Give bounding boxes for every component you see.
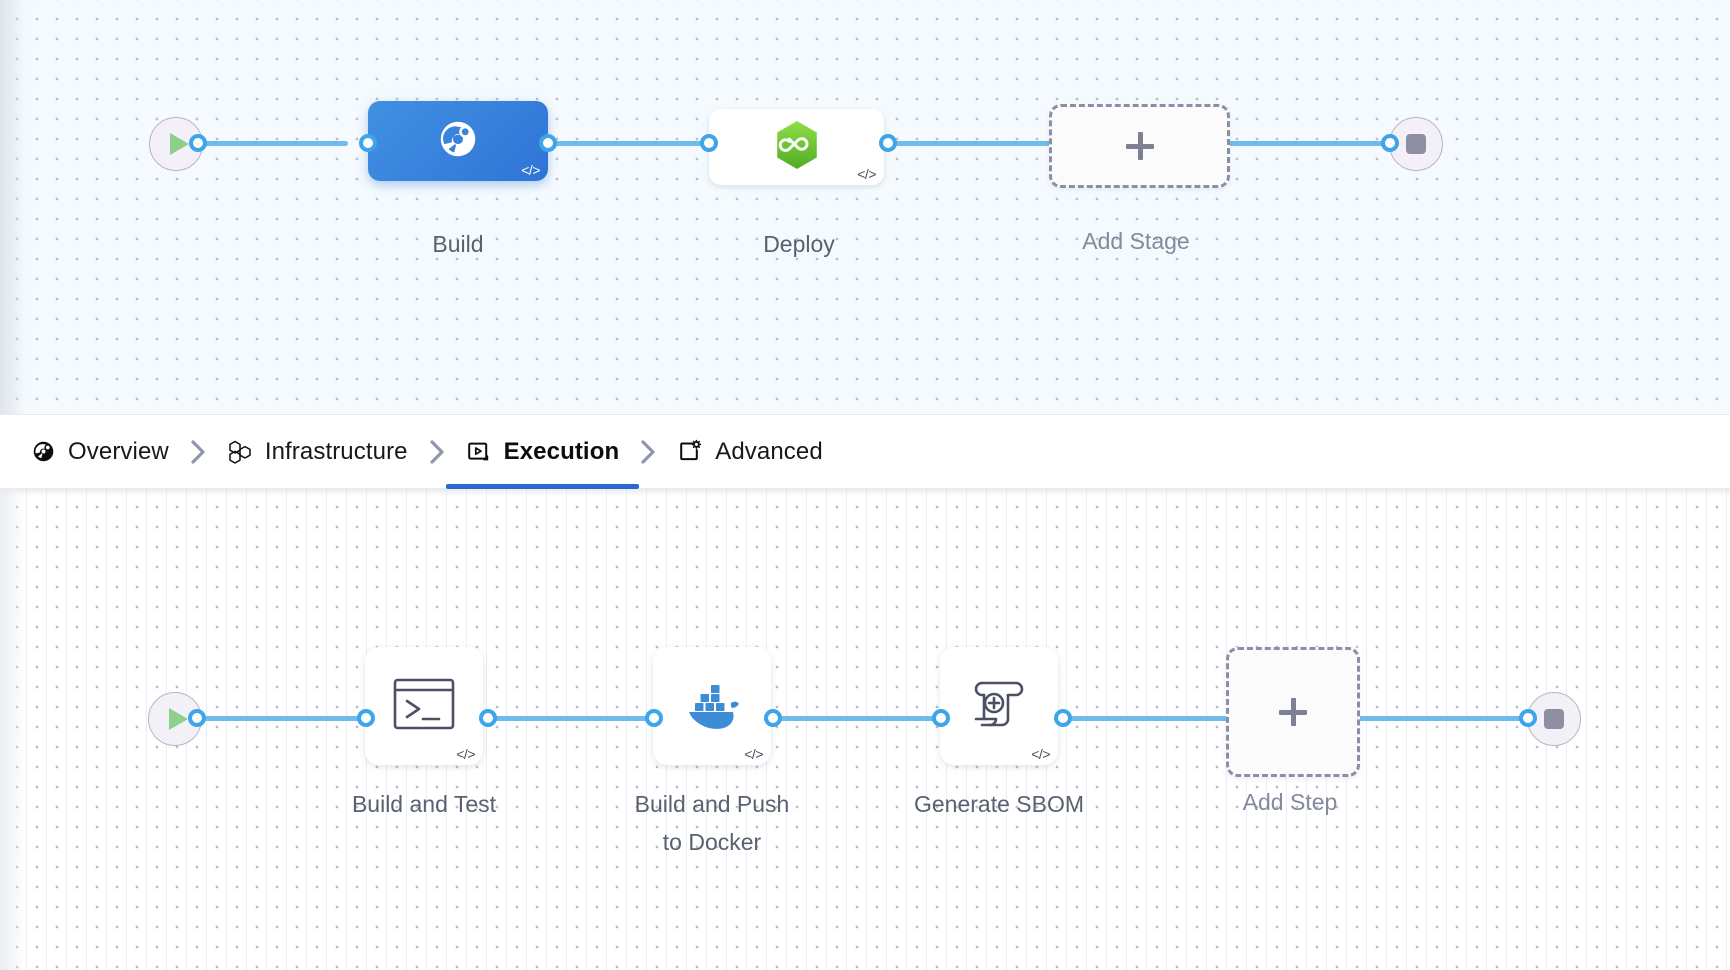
overview-ci-icon (30, 439, 56, 465)
tab-active-underline (445, 483, 640, 489)
port-step2-in[interactable] (645, 709, 663, 727)
link-step1-to-step2 (480, 716, 655, 721)
port-deploy-out[interactable] (879, 134, 897, 152)
chevron-right-icon-3 (621, 437, 675, 467)
stage-canvas[interactable]: </> Build </> (0, 0, 1730, 414)
link-step3-to-addstep (1055, 716, 1235, 721)
add-step-label: Add Step (1242, 789, 1338, 815)
stage-config-tabs[interactable]: Overview Infrastructure (0, 414, 1730, 489)
step-node-build-and-test[interactable]: </> (365, 647, 483, 765)
code-badge-icon[interactable]: </> (521, 162, 540, 178)
stage-label-deploy: Deploy (763, 231, 835, 257)
stage-node-deploy[interactable]: </> (709, 109, 884, 185)
tab-infrastructure[interactable]: Infrastructure (225, 415, 410, 489)
port-exec-end-in[interactable] (1519, 709, 1537, 727)
docker-icon (676, 675, 748, 738)
canvas-left-shade (0, 0, 26, 414)
tab-execution[interactable]: Execution (445, 415, 640, 489)
step-label-build-and-test: Build and Test (351, 791, 497, 817)
code-badge-icon[interactable]: </> (857, 166, 876, 182)
port-build-out[interactable] (539, 134, 557, 152)
canvas-top-shade (0, 489, 1730, 496)
link-addstep-to-end (1345, 716, 1530, 721)
add-step-button[interactable] (1226, 647, 1360, 777)
port-step3-out[interactable] (1054, 709, 1072, 727)
step-label-build-and-push-to-docker: Build and Push to Docker (634, 791, 790, 855)
harness-ci-icon (435, 116, 481, 167)
pipeline-end-node[interactable] (1389, 117, 1443, 171)
port-step3-in[interactable] (932, 709, 950, 727)
play-icon (168, 708, 188, 730)
step-node-build-and-push-to-docker[interactable]: </> (653, 647, 771, 765)
terminal-icon (393, 677, 455, 736)
tab-overview[interactable]: Overview (28, 415, 171, 489)
link-step2-to-step3 (765, 716, 945, 721)
link-start-to-build (188, 141, 348, 146)
play-icon (169, 133, 189, 155)
box-gear-icon (677, 439, 703, 465)
stage-label-build: Build (432, 231, 484, 257)
execution-steps-canvas[interactable]: </> Build and Test (0, 489, 1730, 970)
chevron-right-icon-1 (171, 437, 225, 467)
port-deploy-in[interactable] (700, 134, 718, 152)
link-addstage-to-end (1210, 141, 1410, 146)
tab-label-advanced: Advanced (715, 437, 823, 465)
step-label-generate-sbom: Generate SBOM (913, 791, 1085, 817)
port-start-out[interactable] (189, 134, 207, 152)
stage-node-build[interactable]: </> (368, 101, 548, 181)
port-step2-out[interactable] (764, 709, 782, 727)
port-build-in[interactable] (359, 134, 377, 152)
chevron-right-icon-2 (410, 437, 464, 467)
harness-cd-icon (774, 120, 820, 175)
tab-advanced[interactable]: Advanced (675, 415, 825, 489)
step-node-generate-sbom[interactable]: </> (940, 647, 1058, 765)
link-start-to-step1 (190, 716, 365, 721)
plus-icon (1125, 132, 1154, 160)
tab-label-overview: Overview (68, 437, 169, 465)
port-step1-out[interactable] (479, 709, 497, 727)
play-in-box-icon (466, 439, 492, 465)
plus-icon (1279, 698, 1307, 726)
code-badge-icon[interactable]: </> (456, 746, 475, 762)
port-step1-in[interactable] (357, 709, 375, 727)
code-badge-icon[interactable]: </> (1031, 746, 1050, 762)
link-build-to-deploy (540, 141, 710, 146)
sbom-scroll-icon (968, 674, 1030, 739)
port-exec-start-out[interactable] (188, 709, 206, 727)
stop-icon (1544, 709, 1564, 729)
tab-label-execution: Execution (503, 437, 620, 465)
add-stage-button[interactable] (1049, 104, 1230, 188)
hexagons-icon (227, 439, 253, 465)
code-badge-icon[interactable]: </> (744, 746, 763, 762)
port-end-in[interactable] (1381, 134, 1399, 152)
canvas-left-shade-bottom (0, 489, 26, 970)
add-stage-label: Add Stage (1082, 228, 1190, 254)
stop-icon (1406, 134, 1426, 154)
link-deploy-to-addstage (880, 141, 1060, 146)
tab-label-infrastructure: Infrastructure (264, 437, 408, 465)
